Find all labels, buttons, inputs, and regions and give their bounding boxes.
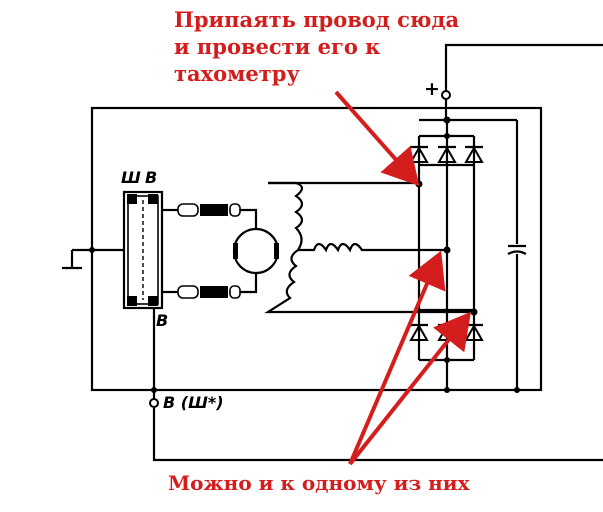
- ground-icon: [62, 247, 124, 270]
- v-top-label: В: [145, 168, 158, 187]
- solder-note: Припаять провод сюда и провести его к та…: [174, 6, 459, 87]
- field-wire: [152, 408, 603, 462]
- diode-icon: [464, 145, 484, 163]
- arrow-to-lower-phase: [348, 311, 471, 466]
- coil-icon: [177, 285, 241, 299]
- motor-icon: [232, 227, 280, 275]
- solder-note-line3: тахометру: [174, 61, 300, 86]
- diode-icon: [437, 145, 457, 163]
- v-mid-label: В: [156, 311, 169, 330]
- plus-label: +: [424, 78, 440, 100]
- bottom-note: Можно и к одному из них: [168, 471, 470, 495]
- capacitor-icon: [507, 244, 527, 255]
- solder-note-line1: Припаять провод сюда: [174, 7, 460, 32]
- diode-icon: [409, 323, 429, 341]
- coil-icon: [177, 203, 241, 217]
- v-terminal: [149, 398, 159, 408]
- brush-holder: [122, 190, 164, 310]
- v-bottom-label: В (Ш*): [163, 393, 224, 412]
- stator-windings: [264, 181, 474, 314]
- output-wire: [444, 43, 603, 92]
- arrow-to-middle-phase: [348, 250, 446, 465]
- plus-terminal: [441, 90, 451, 100]
- arrow-to-phase-point: [334, 90, 420, 186]
- solder-note-line2: и провести его к: [174, 34, 381, 59]
- sh-label: Ш: [121, 168, 141, 187]
